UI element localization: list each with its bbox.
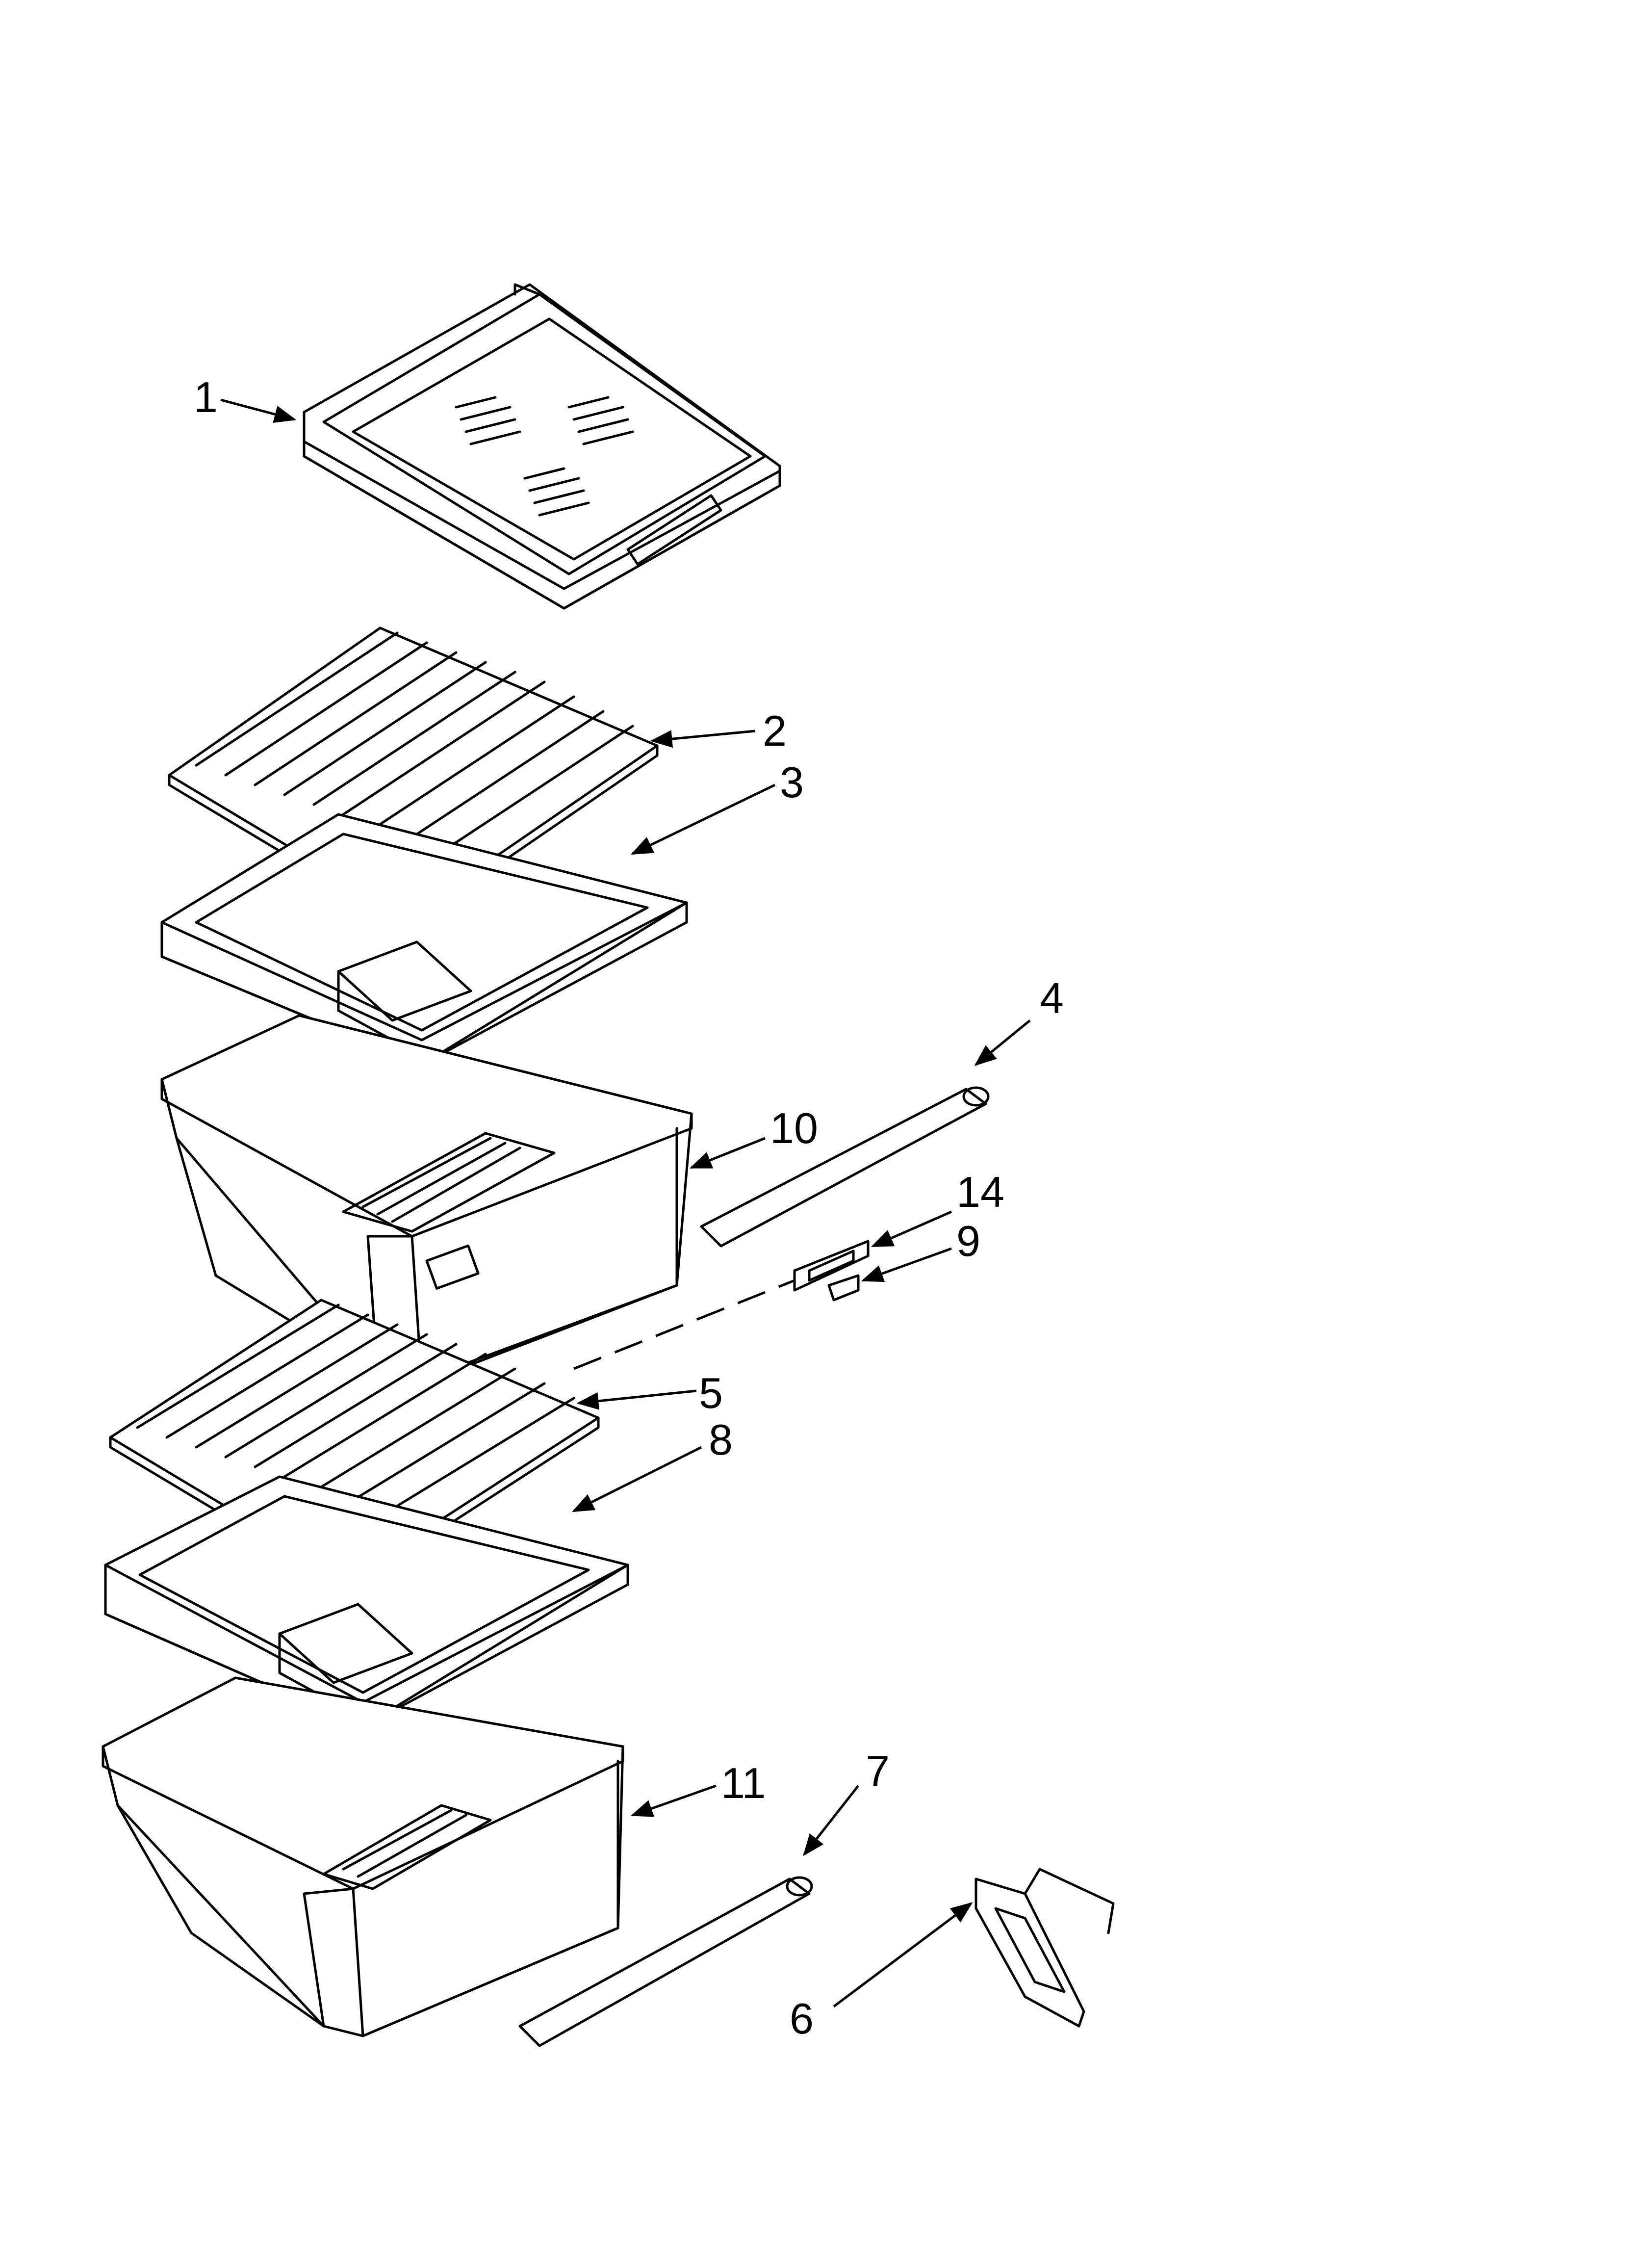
leader-14: [871, 1210, 952, 1248]
leader-4: [974, 1019, 1031, 1066]
callout-3: 3: [780, 758, 804, 807]
leader-10: [689, 1137, 766, 1169]
leader-7: [803, 1785, 859, 1856]
callout-5: 5: [699, 1369, 723, 1417]
callout-labels: 1 2 3 4 5 6 7 8 9 10 11 14: [194, 373, 1064, 2043]
part-8-lower-crisper-frame: [104, 1475, 629, 1728]
callout-9: 9: [956, 1217, 980, 1265]
part-10-upper-crisper-drawer: [160, 1014, 693, 1385]
callout-7: 7: [866, 1747, 890, 1795]
callout-1: 1: [194, 373, 218, 421]
leader-6: [833, 1902, 973, 2007]
leader-9: [861, 1247, 952, 1282]
leader-8: [571, 1446, 702, 1512]
callout-6: 6: [790, 1994, 814, 2043]
leader-11: [630, 1784, 717, 1817]
callout-10: 10: [770, 1104, 818, 1152]
callout-2: 2: [763, 706, 787, 755]
part-1-top-shelf: [303, 283, 781, 610]
part-6-humidity-control: [975, 1868, 1115, 2028]
part-14-bracket: [793, 1240, 870, 1292]
part-11-lower-crisper-drawer: [102, 1676, 624, 2037]
leader-3: [630, 783, 776, 855]
leader-1: [220, 398, 297, 423]
callout-8: 8: [709, 1415, 733, 1464]
part-9-clip: [827, 1274, 860, 1302]
callout-11: 11: [721, 1759, 766, 1807]
part-3-upper-crisper-frame: [160, 813, 688, 1066]
part-7-lower-rail: [518, 1876, 813, 2047]
leader-5: [576, 1389, 697, 1410]
callout-leaders: [220, 398, 1031, 2007]
leader-2: [650, 730, 756, 748]
part-4-upper-rail: [700, 1086, 990, 1248]
callout-4: 4: [1040, 974, 1064, 1022]
callout-14: 14: [956, 1168, 1004, 1216]
